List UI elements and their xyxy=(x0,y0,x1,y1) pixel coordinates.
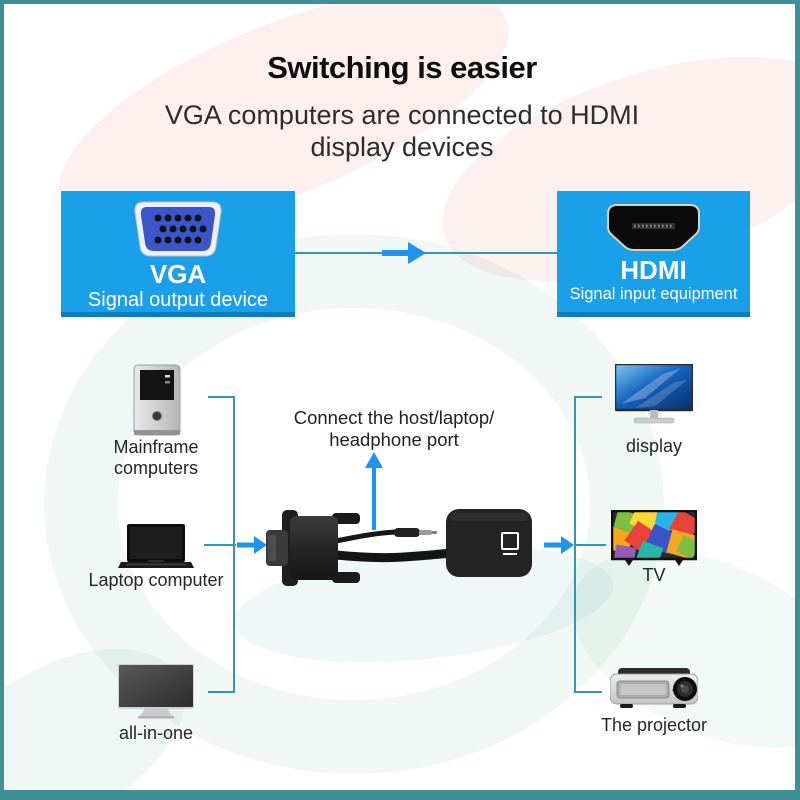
adapter-note-line1: Connect the host/laptop/ xyxy=(293,407,495,428)
vga-source-panel: VGA Signal output device xyxy=(61,191,295,317)
tower-pc-icon xyxy=(133,364,181,436)
monitor-icon xyxy=(615,364,693,424)
vga-panel-subtitle: Signal output device xyxy=(87,288,269,311)
input-arrow-icon xyxy=(237,536,267,554)
connector-line xyxy=(576,691,602,693)
label-mainframe-computers: Mainframe computers xyxy=(113,437,199,479)
vga-panel-title: VGA xyxy=(149,259,207,289)
connector-line xyxy=(208,691,235,693)
label-display: display xyxy=(625,436,683,456)
connector-line xyxy=(204,544,236,546)
connector-line xyxy=(576,396,602,398)
label-all-in-one: all-in-one xyxy=(118,723,194,743)
all-in-one-pc-icon xyxy=(118,664,194,719)
projector-icon xyxy=(610,668,698,708)
hdmi-panel-title: HDMI xyxy=(620,255,687,285)
laptop-icon xyxy=(118,524,194,568)
page-subtitle-line2: display devices xyxy=(310,132,494,162)
label-laptop-computer: Laptop computer xyxy=(88,570,224,590)
connector-line xyxy=(208,396,235,398)
tv-icon xyxy=(611,510,697,566)
output-arrow-icon xyxy=(544,536,574,554)
vga-to-hdmi-adapter-image xyxy=(266,509,532,586)
hdmi-target-panel: HDMI Signal input equipment xyxy=(557,191,750,317)
vga-to-hdmi-connector-line xyxy=(295,252,557,254)
label-tv: TV xyxy=(642,565,666,585)
label-the-projector: The projector xyxy=(600,715,708,735)
connector-line xyxy=(574,396,576,693)
page-subtitle-line1: VGA computers are connected to HDMI xyxy=(164,100,640,130)
hdmi-panel-subtitle: Signal input equipment xyxy=(569,284,738,303)
right-arrow-icon xyxy=(382,242,426,264)
adapter-note-line2: headphone port xyxy=(329,429,459,450)
connector-line xyxy=(576,544,606,546)
hdmi-connector-icon xyxy=(607,204,700,251)
up-arrow-icon xyxy=(365,452,383,530)
vga-connector-icon xyxy=(134,201,222,257)
page-title: Switching is easier xyxy=(267,50,537,85)
